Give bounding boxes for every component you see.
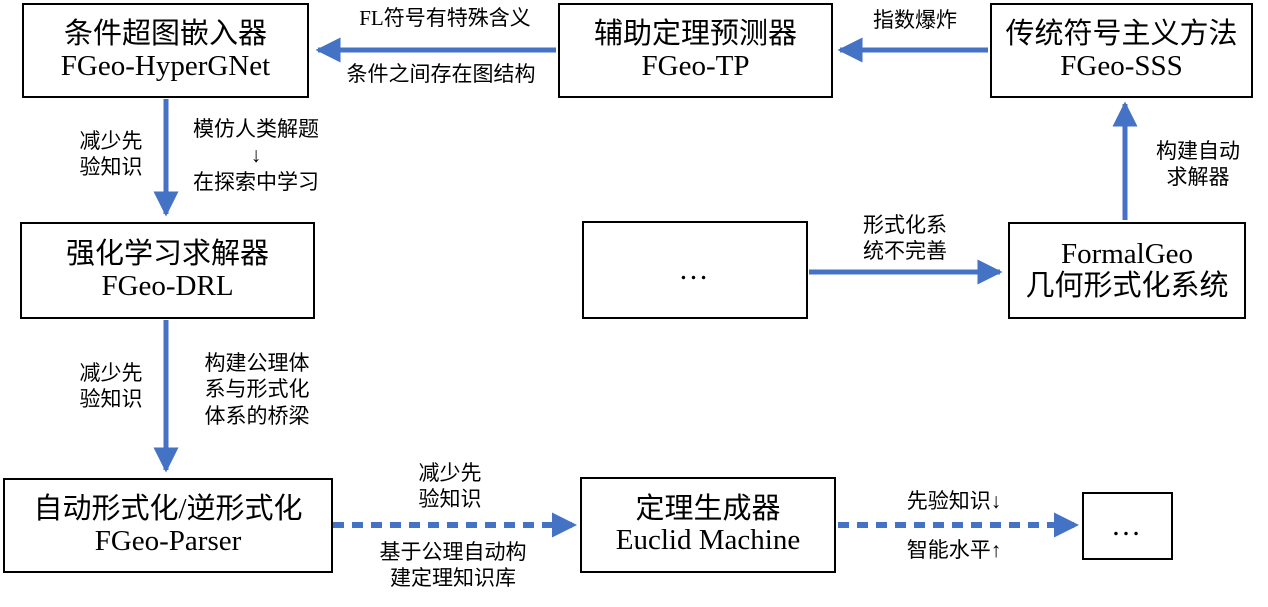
node-title-latin: Euclid Machine	[615, 524, 801, 556]
node-title-latin: FGeo-SSS	[1060, 49, 1183, 82]
label-ellipsis-to-formalgeo: 形式化系 统不完善	[863, 213, 947, 264]
node-fgeo-parser[interactable]: 自动形式化/逆形式化 FGeo-Parser	[3, 478, 333, 573]
node-title-cjk: 条件超图嵌入器	[63, 18, 267, 51]
ellipsis-glyph: …	[678, 253, 712, 286]
label-sss-to-tp: 指数爆炸	[873, 8, 957, 32]
node-title-cjk: 几何形式化系统	[1025, 269, 1229, 302]
node-title-latin: FGeo-Parser	[94, 524, 242, 557]
node-title-cjk: 定理生成器	[635, 492, 781, 525]
node-euclid-machine[interactable]: 定理生成器 Euclid Machine	[580, 477, 836, 573]
node-title-latin: FGeo-TP	[641, 49, 750, 82]
node-ellipsis-middle[interactable]: …	[582, 221, 808, 319]
label-parser-to-euclid-top: 减少先 验知识	[418, 461, 482, 512]
label-parser-to-euclid-bottom: 基于公理自动构 建定理知识库	[379, 540, 527, 591]
node-fgeo-drl[interactable]: 强化学习求解器 FGeo-DRL	[20, 222, 315, 319]
ellipsis-glyph: …	[1111, 509, 1144, 542]
node-title-latin: FGeo-HyperGNet	[60, 49, 271, 82]
node-fgeo-hypergnet[interactable]: 条件超图嵌入器 FGeo-HyperGNet	[22, 3, 309, 98]
node-formalgeo[interactable]: FormalGeo 几何形式化系统	[1008, 222, 1246, 319]
label-euclid-to-end-top: 先验知识↓	[906, 489, 1002, 513]
node-title-cjk: 传统符号主义方法	[1005, 18, 1238, 51]
label-hypergnet-to-drl-left: 减少先 验知识	[79, 129, 143, 180]
label-drl-to-parser-right: 构建公理体 系与形式化 体系的桥梁	[204, 351, 310, 428]
label-tp-to-hypergnet-top: FL符号有特殊含义	[359, 6, 531, 30]
label-drl-to-parser-left: 减少先 验知识	[79, 361, 143, 412]
label-tp-to-hypergnet-bottom: 条件之间存在图结构	[346, 62, 536, 86]
node-title-latin: FGeo-DRL	[101, 269, 234, 302]
node-ellipsis-end[interactable]: …	[1082, 492, 1173, 560]
label-hypergnet-to-drl-right: 模仿人类解题 ↓ 在探索中学习	[182, 116, 330, 195]
node-title-cjk: 辅助定理预测器	[593, 18, 797, 51]
node-fgeo-tp[interactable]: 辅助定理预测器 FGeo-TP	[558, 3, 833, 98]
node-fgeo-sss[interactable]: 传统符号主义方法 FGeo-SSS	[990, 3, 1253, 98]
node-title-latin: FormalGeo	[1060, 238, 1194, 271]
label-formalgeo-to-sss: 构建自动 求解器	[1156, 139, 1240, 190]
node-title-cjk: 自动形式化/逆形式化	[33, 493, 303, 526]
label-euclid-to-end-bottom: 智能水平↑	[906, 538, 1002, 562]
down-arrow-glyph: ↓	[250, 143, 262, 168]
node-title-cjk: 强化学习求解器	[65, 238, 269, 271]
